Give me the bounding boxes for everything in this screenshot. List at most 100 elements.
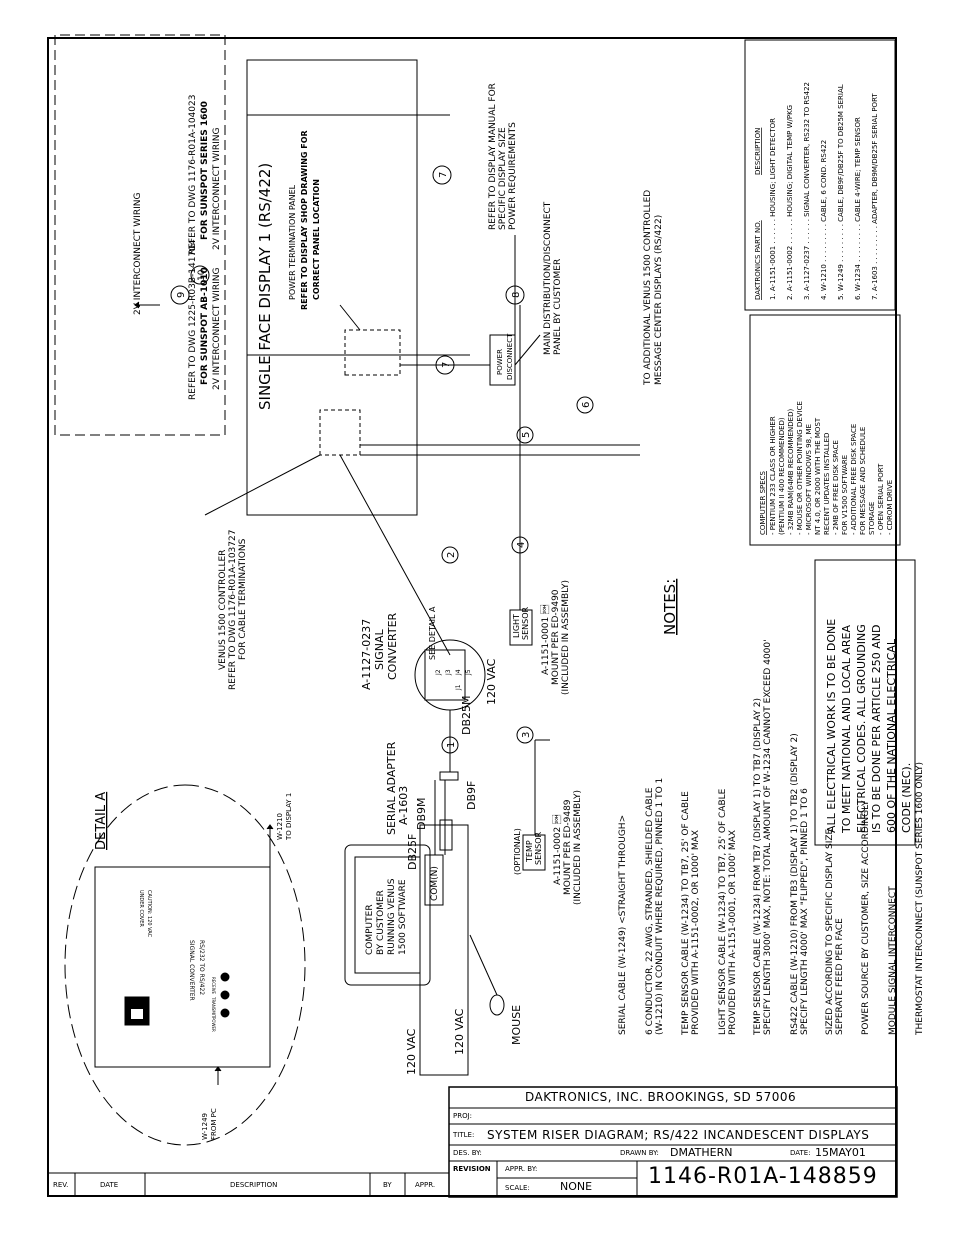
display-group: SINGLE FACE DISPLAY 1 (RS/422) VENUS 150… xyxy=(54,34,664,690)
converter-enclosure xyxy=(94,866,271,1068)
light-sensor-info2: MOUNT PER ED-9490 xyxy=(551,589,561,685)
rev-date-header: DATE xyxy=(100,1181,119,1189)
cable-7-num-a: 7 xyxy=(441,362,452,368)
display-title: SINGLE FACE DISPLAY 1 (RS/422) xyxy=(256,163,274,410)
cable-6-marker xyxy=(576,396,594,414)
db9f-label: DB9F xyxy=(465,781,478,810)
cable-1-marker xyxy=(441,736,459,754)
interconnect-right-line3: 2V INTERCONNECT WIRING xyxy=(212,128,222,250)
temp-sensor-line2: SENSOR xyxy=(534,832,543,865)
db9m-adapter xyxy=(439,819,453,851)
converter-box-line2: SIGNAL CONVERTER xyxy=(188,940,195,1001)
computer-specs-title: COMPUTER SPECS xyxy=(759,470,767,535)
signal-converter-line3: CONVERTER xyxy=(386,612,399,680)
electrical-6: CODE (NEC). xyxy=(900,763,913,833)
cable-5-num: 5 xyxy=(521,432,532,438)
cable-8-num: 8 xyxy=(511,292,522,298)
cable-10-marker xyxy=(190,265,210,285)
spec-13: - OPEN SERIAL PORT xyxy=(877,463,885,535)
temp-sensor-info3: (INCLUDED IN ASSEMBLY) xyxy=(573,790,583,905)
converter-led-transmit xyxy=(220,990,230,1000)
temp-sensor-box xyxy=(522,834,546,871)
signal-converter-box xyxy=(424,649,466,701)
cable-w1210 xyxy=(339,454,451,656)
note-5b: SPECIFY LENGTH 3000' MAX, NOTE: TOTAL AM… xyxy=(763,639,773,1035)
note-3a: TEMP SENSOR CABLE (W-1234) TO TB7, 25' O… xyxy=(681,791,691,1036)
cable-4-marker xyxy=(511,536,529,554)
rev-by-header: BY xyxy=(383,1181,392,1189)
main-distribution-line1: MAIN DISTRIBUTION/DISCONNECT xyxy=(543,201,553,355)
computer-label-3: RUNNING VENUS xyxy=(387,878,397,955)
cable-1-num: 1 xyxy=(446,742,457,748)
spec-4: - MOUSE OR OTHER POINTING DEVICE xyxy=(796,401,804,535)
cable-8-marker xyxy=(505,285,525,305)
note-10: THERMOSTAT INTERCONNECT (SUNSPOT SERIES … xyxy=(915,762,925,1036)
to-display-line2: TO DISPLAY 1 xyxy=(285,793,293,841)
detail-a-group: DETAIL A RS/232 TO RS/422 SIGNAL CONVERT… xyxy=(64,784,306,1146)
power-disconnect-line2: DISCONNECT xyxy=(506,333,514,380)
serial-adapter-line1: SERIAL ADAPTER xyxy=(385,741,398,835)
converter-led-receive xyxy=(220,972,230,982)
detail-a-circle xyxy=(64,784,306,1146)
converter-vac-label: 120 VAC xyxy=(485,658,498,705)
interconnect-arrowhead-9 xyxy=(134,301,140,309)
electrical-1: ALL ELECTRICAL WORK IS TO BE DONE xyxy=(825,619,838,833)
ptp-leader xyxy=(339,304,361,331)
refer-manual-line2: SPECIFIC DISPLAY SIZE xyxy=(498,127,508,230)
note-4a: LIGHT SENSOR CABLE (W-1234) TO TB7, 25' … xyxy=(718,788,728,1035)
ptp-line3: CORRECT PANEL LOCATION xyxy=(312,179,321,300)
converter-led-power-label: POWER xyxy=(211,1017,216,1032)
converter-box-line4: UNDER COVER xyxy=(138,890,144,927)
com-port-box xyxy=(424,854,444,906)
computer-monitor xyxy=(344,844,431,986)
j3-label: J3 xyxy=(445,669,452,676)
converter-box-line3: CAUTION: 120 VAC xyxy=(146,890,152,938)
notes-group: NOTES: SERIAL CABLE (W-1249) <STRAIGHT T… xyxy=(618,559,925,1036)
interconnect-right-line1: REFER TO DWG 1176-R01A-104023 xyxy=(188,95,198,255)
controller-line2: REFER TO DWG 1176-R01A-103727 xyxy=(228,530,238,690)
interconnect-right-line2: FOR SUNSPOT SERIES 1600 xyxy=(200,101,210,240)
spec-14: - CDROM DRIVE xyxy=(886,480,894,535)
spec-5: - MICROSOFT WINDOWS 98, ME xyxy=(805,424,813,535)
spec-7: RECENT UPDATES INSTALLED xyxy=(823,433,831,535)
part-4: 4. W-1210 . . . . . . . . . CABLE, 6 CON… xyxy=(820,140,828,300)
converter-box-line1: RS/232 TO RS/422 xyxy=(198,940,205,995)
optional-label: (OPTIONAL) xyxy=(513,828,522,875)
parts-box xyxy=(744,39,896,311)
cable-7-num-b: 7 xyxy=(438,172,449,178)
from-pc-line2: FROM PC xyxy=(210,1108,218,1140)
date-value: 15MAY01 xyxy=(815,1146,866,1159)
mouse-cord xyxy=(469,934,498,996)
detail-a-label: DETAIL A xyxy=(94,792,109,850)
spec-3: - 32MB RAM(64MB RECOMMENDED) xyxy=(787,409,795,535)
temp-sensor-info2: MOUNT PER ED-9489 xyxy=(563,799,573,895)
light-sensor-info1: A-1151-0001  xyxy=(540,605,551,675)
converter-logo-inner xyxy=(131,1009,143,1019)
drawn-value: DMATHERN xyxy=(670,1146,733,1159)
drawing-number: 1146-R01A-148859 xyxy=(648,1164,878,1189)
refer-manual-line1: REFER TO DISPLAY MANUAL FOR xyxy=(488,83,498,230)
spec-12: STORAGE xyxy=(868,502,876,535)
interconnect-wiring-region xyxy=(54,34,226,436)
des-label: DES. BY: xyxy=(453,1149,482,1157)
parts-header-no: DAKTRONICS PART NO. xyxy=(754,220,762,300)
controller-leader xyxy=(204,454,321,516)
sensors-group: LIGHT SENSOR A-1151-0001  MOUNT PER ED-… xyxy=(509,305,583,905)
temp-sensor-info1: A-1151-0002  xyxy=(552,815,563,885)
light-sensor-info3: (INCLUDED IN ASSEMBLY) xyxy=(561,580,571,695)
proj-label: PROJ: xyxy=(453,1112,473,1120)
j1-label: J1 xyxy=(455,684,462,691)
scale-value: NONE xyxy=(560,1180,593,1193)
scale-label: SCALE: xyxy=(505,1184,530,1192)
note-7b: SEPERATE FEED PER FACE xyxy=(835,918,845,1035)
note-2a: 6 CONDUCTOR, 22 AWG, STRANDED, SHIELDED … xyxy=(645,787,655,1035)
note-7a: SIZED ACCORDING TO SPECIFIC DISPLAY SIZE xyxy=(825,828,835,1035)
cable-6-num: 6 xyxy=(581,402,592,408)
drawn-label: DRAWN BY: xyxy=(620,1149,659,1157)
title-value: SYSTEM RISER DIAGRAM; RS/422 INCANDESCEN… xyxy=(487,1128,870,1142)
temp-sensor-line1: TEMP xyxy=(525,840,534,863)
computer-specs-box xyxy=(749,314,901,546)
rev-appr-header: APPR. xyxy=(415,1181,436,1189)
single-face-display xyxy=(246,59,418,516)
